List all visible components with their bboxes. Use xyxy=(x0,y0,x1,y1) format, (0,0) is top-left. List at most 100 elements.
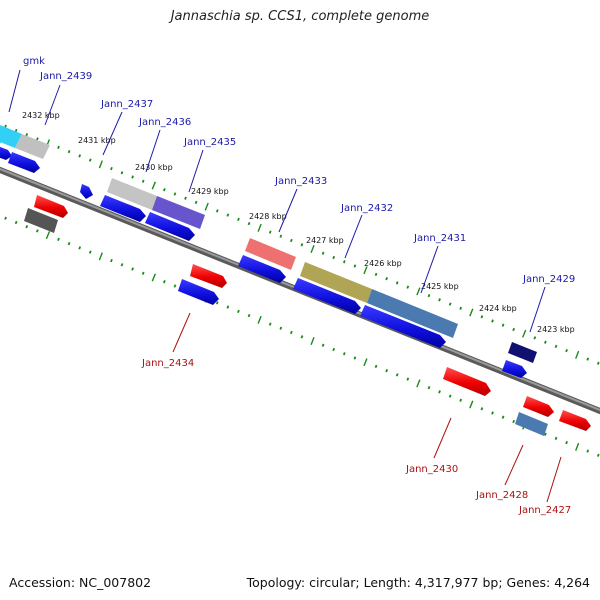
gene-box-jann2432 xyxy=(300,262,372,303)
cds-arrow xyxy=(0,146,12,160)
minor-tick xyxy=(565,348,568,353)
minor-tick xyxy=(321,343,325,347)
minor-tick xyxy=(57,237,60,242)
kbp-label: 2428 kbp xyxy=(249,212,287,221)
minor-tick xyxy=(385,369,389,373)
minor-tick xyxy=(512,327,516,332)
minor-tick xyxy=(586,357,590,361)
minor-tick xyxy=(438,390,441,394)
cds-arrow xyxy=(238,255,286,283)
reverse-arrow xyxy=(559,410,591,431)
gene-box-jann2439 xyxy=(15,134,50,159)
gene-label-jann2436: Jann_2436 xyxy=(138,117,191,128)
minor-tick xyxy=(342,260,346,264)
gene-box-jann2433 xyxy=(245,238,296,270)
reverse-arrow xyxy=(443,367,491,396)
minor-tick xyxy=(353,356,357,360)
minor-tick xyxy=(173,192,177,196)
major-tick xyxy=(98,252,103,261)
minor-tick xyxy=(554,344,558,349)
minor-tick xyxy=(448,302,452,306)
major-tick xyxy=(416,287,421,296)
gene-box-jann2431 xyxy=(367,289,458,338)
reverse-gene-labels: Jann_2434 Jann_2430 Jann_2428 Jann_2427 xyxy=(141,358,571,516)
minor-tick xyxy=(596,453,600,457)
minor-tick xyxy=(247,221,251,226)
minor-tick xyxy=(501,323,505,327)
minor-tick xyxy=(173,284,177,288)
minor-tick xyxy=(332,347,336,352)
kbp-label: 2431 kbp xyxy=(78,136,116,145)
reverse-gene-track xyxy=(24,195,591,436)
minor-tick xyxy=(438,298,441,302)
minor-tick xyxy=(565,440,568,445)
kbp-label: 2424 kbp xyxy=(479,304,517,313)
minor-tick xyxy=(162,188,166,192)
minor-tick xyxy=(544,340,547,344)
minor-tick xyxy=(110,166,113,171)
major-tick xyxy=(363,266,368,275)
major-tick xyxy=(45,231,51,240)
minor-tick xyxy=(88,158,92,162)
cds-arrow xyxy=(178,279,219,305)
gene-box-jann2428 xyxy=(515,412,548,436)
minor-tick xyxy=(395,281,399,285)
gene-box-gmk xyxy=(0,125,22,148)
minor-tick xyxy=(554,436,558,441)
reverse-arrow xyxy=(34,195,68,218)
kbp-label: 2423 kbp xyxy=(537,325,575,334)
minor-tick xyxy=(459,398,463,402)
minor-tick xyxy=(141,179,145,183)
minor-tick xyxy=(67,149,71,154)
minor-tick xyxy=(4,124,7,128)
minor-tick xyxy=(342,352,346,356)
forward-callouts xyxy=(8,69,546,333)
major-tick xyxy=(522,329,527,338)
minor-tick xyxy=(385,277,389,281)
gene-label-jann2433: Jann_2433 xyxy=(274,176,327,187)
minor-tick xyxy=(332,255,336,260)
minor-tick xyxy=(406,285,410,289)
gene-box-gray xyxy=(24,208,58,233)
minor-tick xyxy=(131,175,134,179)
minor-tick xyxy=(247,313,251,318)
minor-tick xyxy=(194,200,198,205)
cds-arrow xyxy=(502,360,527,378)
gene-label-jann2434: Jann_2434 xyxy=(141,358,194,369)
reverse-callouts xyxy=(172,312,562,503)
major-tick xyxy=(204,202,209,211)
kbp-label: 2425 kbp xyxy=(421,282,459,291)
major-tick xyxy=(469,308,474,317)
gene-label-jann2437: Jann_2437 xyxy=(100,99,153,110)
minor-tick xyxy=(353,264,357,268)
major-tick xyxy=(575,442,580,451)
major-tick xyxy=(98,160,103,169)
minor-tick xyxy=(78,154,82,158)
minor-tick xyxy=(596,361,600,365)
minor-tick xyxy=(25,133,29,137)
gene-box-jann2436 xyxy=(152,196,205,229)
minor-tick xyxy=(141,271,145,275)
gene-label-jann2435: Jann_2435 xyxy=(183,137,236,148)
minor-tick xyxy=(533,336,537,340)
minor-tick xyxy=(491,319,494,323)
cds-arrow xyxy=(80,184,93,199)
gene-label-jann2432: Jann_2432 xyxy=(340,203,393,214)
major-tick xyxy=(151,181,156,190)
gene-label-jann2429: Jann_2429 xyxy=(522,274,575,285)
minor-tick xyxy=(491,411,494,415)
kbp-label: 2430 kbp xyxy=(135,163,173,172)
reverse-arrow xyxy=(523,396,554,417)
forward-gene-labels: gmk Jann_2439 Jann_2437 Jann_2436 Jann_2… xyxy=(23,56,575,285)
minor-tick xyxy=(120,263,124,267)
minor-tick xyxy=(120,171,124,175)
cds-arrow xyxy=(8,152,40,173)
minor-tick xyxy=(14,220,18,225)
minor-tick xyxy=(57,145,60,150)
minor-tick xyxy=(268,322,272,326)
map-title: Jannaschia sp. CCS1, complete genome xyxy=(170,9,430,24)
minor-tick xyxy=(268,230,272,234)
minor-tick xyxy=(215,301,219,305)
accession-text: Accession: NC_007802 xyxy=(9,575,152,590)
